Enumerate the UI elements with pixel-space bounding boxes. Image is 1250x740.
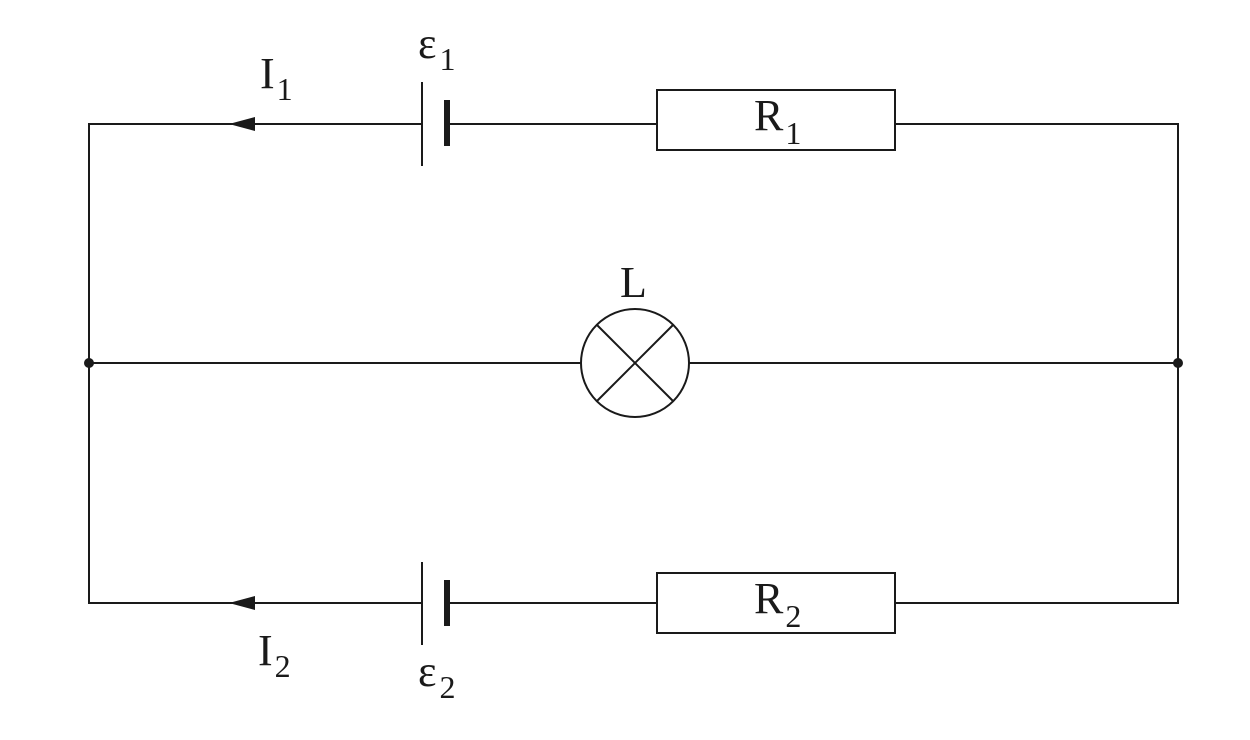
emf-2-label: ε2 [418,647,455,705]
current-1-arrow [229,117,255,131]
resistor-2-label: R2 [754,574,801,634]
bottom-branch-wire-left [88,363,422,604]
resistor-1-label: R1 [754,91,801,151]
emf-1-label: ε1 [418,19,455,77]
top-branch-wire-right [895,123,1179,363]
battery-1 [421,82,450,166]
lamp-label: L [620,258,647,307]
resistor-1 [656,89,896,151]
top-branch-wire-left [88,123,422,363]
current-2-arrow [229,596,255,610]
current-2-label: I2 [258,626,291,684]
battery-2 [421,562,450,645]
resistor-2 [656,572,896,634]
current-1-label: I1 [260,49,293,107]
junction-left [84,358,94,368]
bottom-branch-wire-right [895,363,1179,604]
junction-right [1173,358,1183,368]
lamp [580,308,690,418]
